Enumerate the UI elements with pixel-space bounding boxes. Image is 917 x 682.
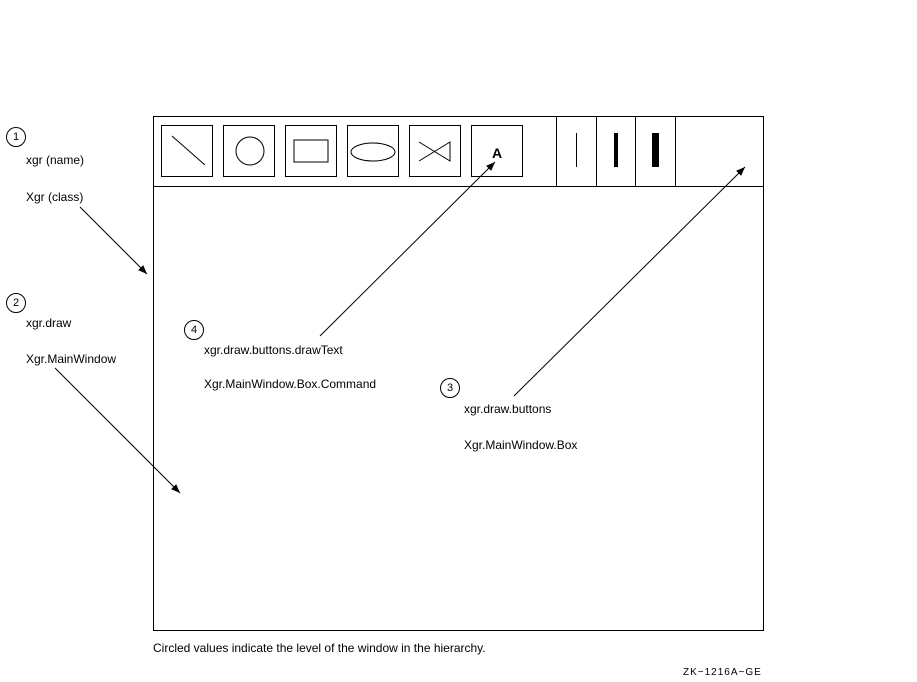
level-3-class: Xgr.MainWindow.Box	[464, 438, 578, 452]
ellipse-tool-button[interactable]	[347, 125, 399, 177]
level-1-class: Xgr (class)	[26, 190, 84, 204]
ellipse-tool-icon	[350, 142, 396, 162]
button-box: A	[154, 117, 763, 187]
figure-caption: Circled values indicate the level of the…	[153, 641, 486, 655]
level-2-marker: 2	[6, 293, 26, 313]
level-4-class: Xgr.MainWindow.Box.Command	[204, 377, 377, 391]
medium-line-icon	[614, 133, 618, 167]
level-4-marker: 4	[184, 320, 204, 340]
empty-cell	[675, 117, 763, 186]
figure-id: ZK−1216A−GE	[683, 667, 762, 678]
arrow-level-2	[54, 367, 181, 494]
circle-tool-icon	[235, 136, 265, 166]
level-3-name: xgr.draw.buttons	[464, 402, 552, 416]
arrow-level-4	[319, 161, 496, 337]
bowtie-tool-icon	[418, 141, 451, 162]
main-window: A	[153, 116, 764, 631]
text-tool-button[interactable]: A	[471, 125, 523, 177]
bowtie-tool-button[interactable]	[409, 125, 461, 177]
thick-line-icon	[652, 133, 659, 167]
arrow-level-1	[79, 206, 148, 275]
level-1-name: xgr (name)	[26, 153, 85, 167]
line-weight-thick[interactable]	[635, 117, 675, 186]
level-2-class: Xgr.MainWindow	[26, 352, 117, 366]
level-4-name: xgr.draw.buttons.drawText	[204, 343, 343, 357]
level-3-marker: 3	[440, 378, 460, 398]
text-tool-icon: A	[491, 145, 503, 161]
circle-tool-button[interactable]	[223, 125, 275, 177]
line-tool-button[interactable]	[161, 125, 213, 177]
rectangle-tool-icon	[293, 139, 329, 163]
level-2-name: xgr.draw	[26, 316, 72, 330]
level-1-marker: 1	[6, 127, 26, 147]
line-weight-thin[interactable]	[556, 117, 596, 186]
rectangle-tool-button[interactable]	[285, 125, 337, 177]
line-weight-medium[interactable]	[596, 117, 635, 186]
thin-line-icon	[576, 133, 577, 167]
arrow-level-3	[513, 166, 746, 397]
line-tool-icon	[171, 135, 206, 166]
